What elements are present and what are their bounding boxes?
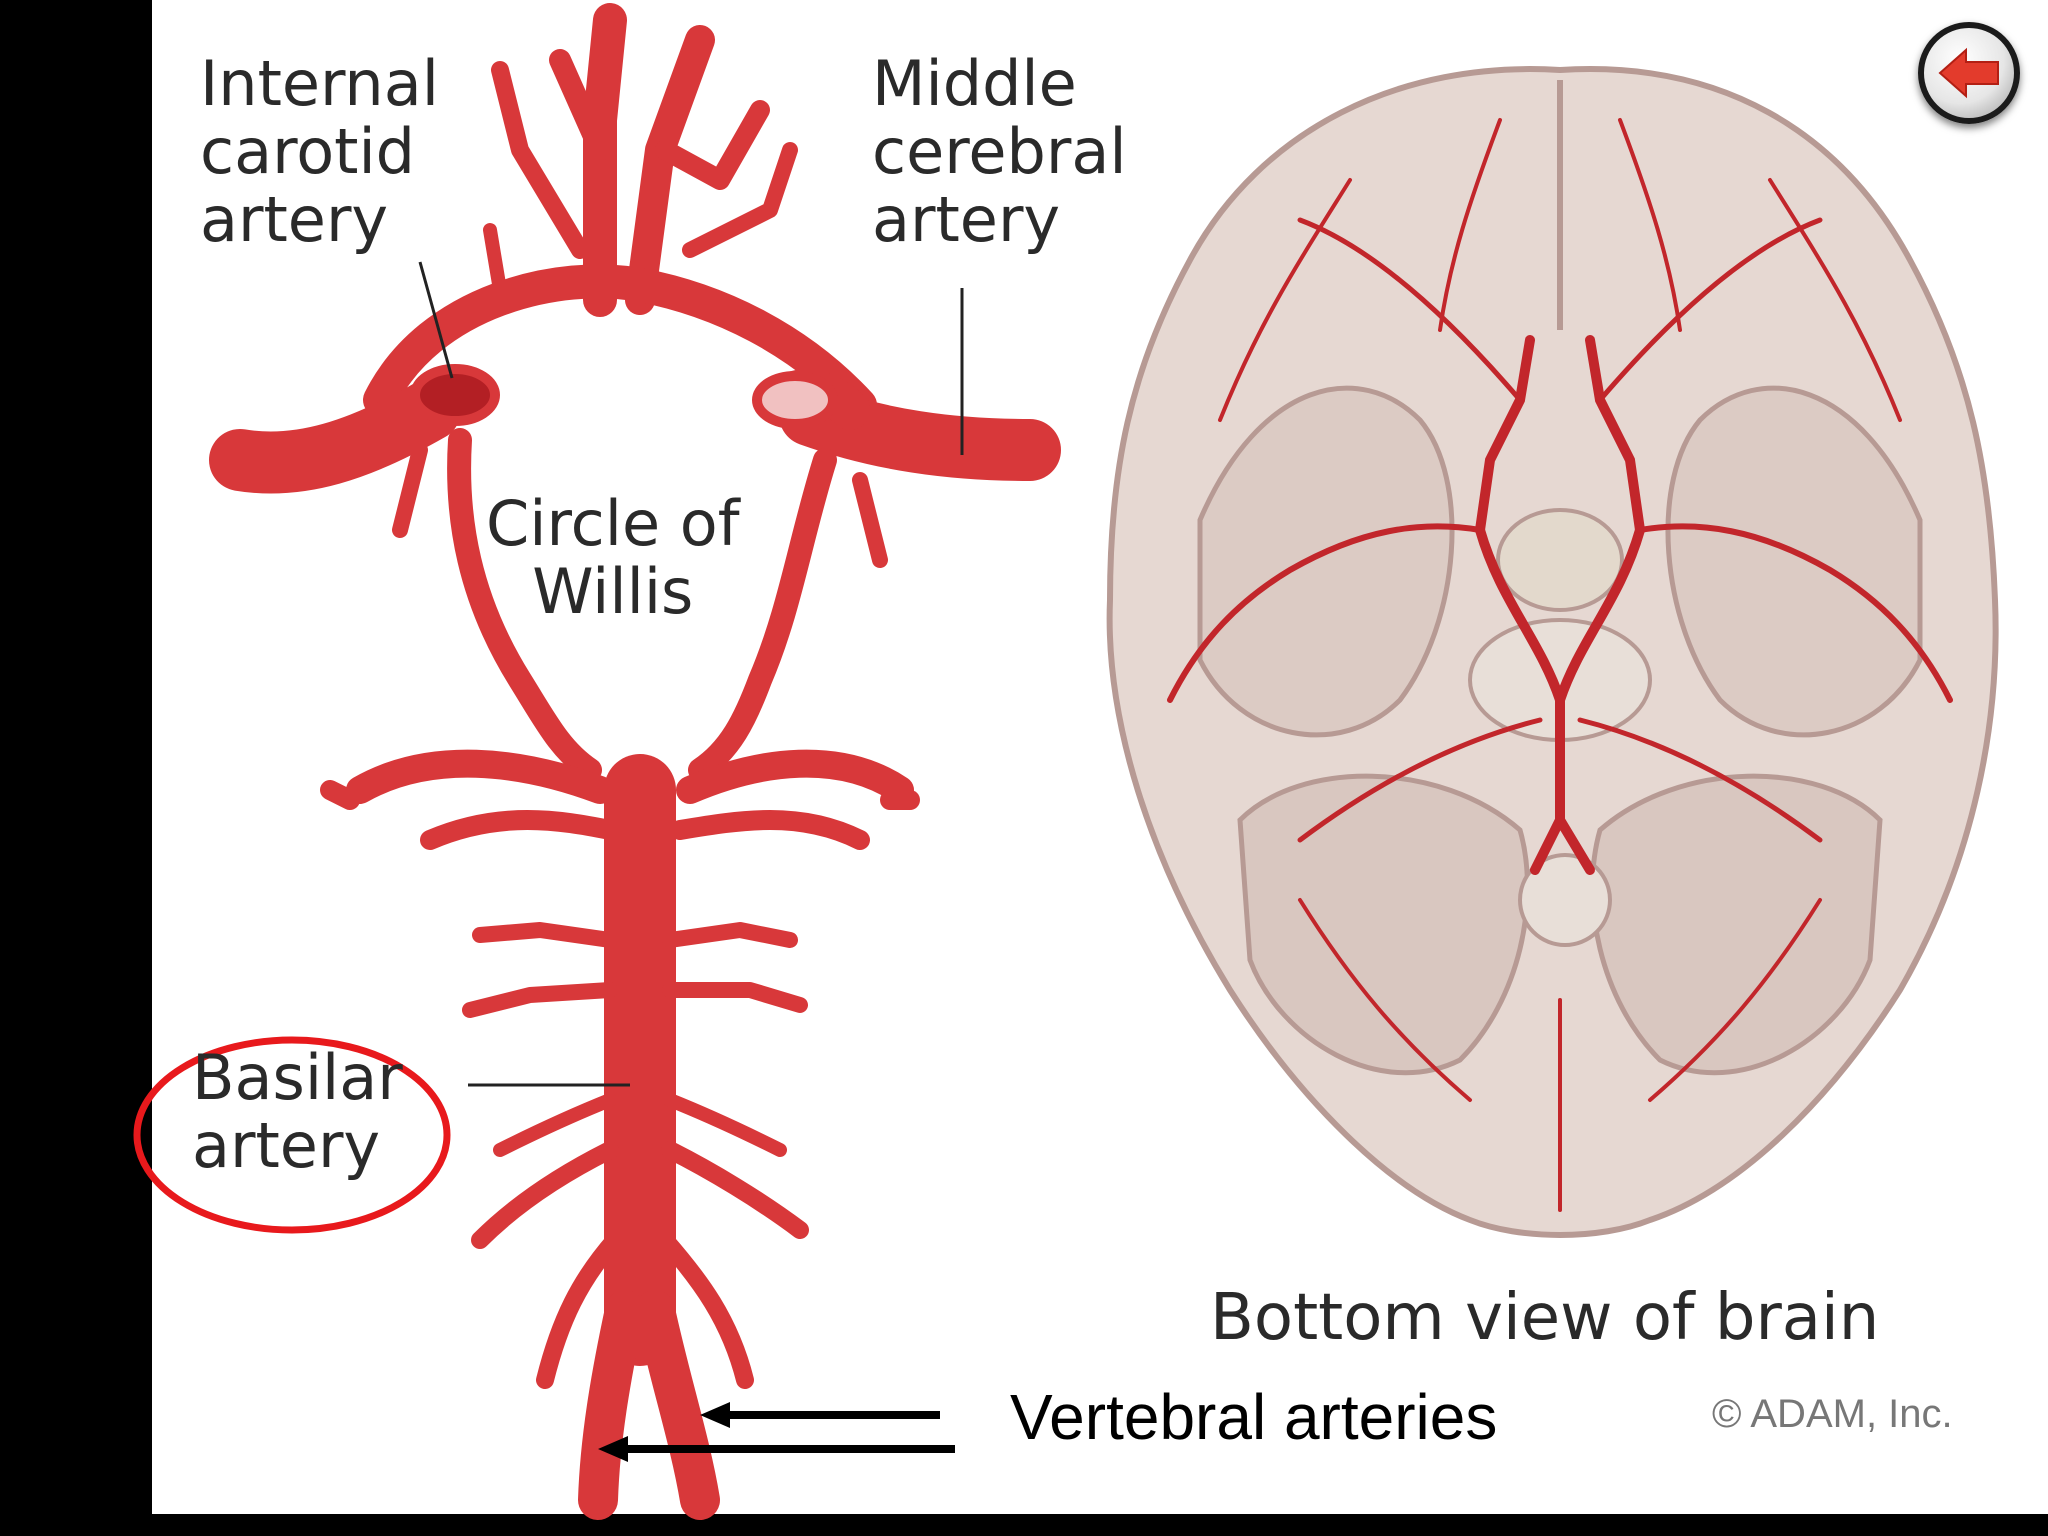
- back-arrow-icon: [1938, 47, 1999, 99]
- copyright-text: © ADAM, Inc.: [1712, 1392, 1953, 1436]
- vertebral-arrows: [598, 1402, 955, 1462]
- basilar-artery-label: Basilar artery: [192, 1041, 403, 1182]
- carotid-cut-end: [410, 364, 500, 426]
- carotid-cut-end-right: [752, 371, 838, 429]
- brain-bottom-view: [1106, 66, 1999, 1238]
- artery-tree: [209, 3, 1061, 1520]
- middle-cerebral-label: Middle cerebral artery: [872, 47, 1127, 256]
- bottom-view-caption: Bottom view of brain: [1210, 1281, 1880, 1355]
- back-button[interactable]: [1918, 22, 2020, 124]
- vertebral-arteries-label: Vertebral arteries: [1010, 1381, 1498, 1453]
- internal-carotid-label: Internal carotid artery: [200, 47, 439, 256]
- basilar-highlight-circle: [133, 1036, 451, 1234]
- internal-carotid-pointer: [418, 261, 454, 379]
- circle-of-willis-label: Circle of Willis: [486, 487, 740, 628]
